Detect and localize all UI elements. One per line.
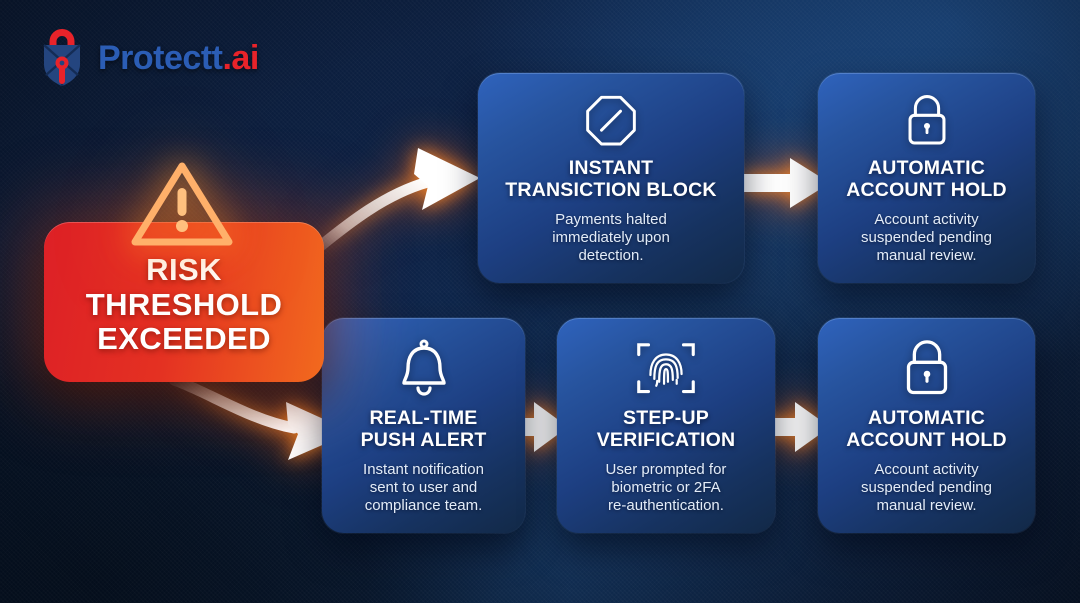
brand-name-suffix: .ai — [222, 39, 259, 77]
card-step-up-verification[interactable]: STEP-UP VERIFICATION User prompted for b… — [557, 318, 775, 533]
brand-logo: Protectt.ai — [36, 28, 259, 88]
card-description: Instant notification sent to user and co… — [363, 460, 484, 514]
fingerprint-scan-icon — [637, 343, 695, 394]
card-title: AUTOMATIC ACCOUNT HOLD — [846, 157, 1007, 202]
card-description: Account activity suspended pending manua… — [861, 211, 992, 264]
card-instant-transaction-block[interactable]: INSTANT TRANSICTION BLOCK Payments halte… — [478, 73, 744, 283]
brand-wordmark: Protectt.ai — [98, 41, 259, 75]
no-entry-octagon-icon — [586, 95, 636, 146]
card-title: STEP-UP VERIFICATION — [596, 407, 736, 452]
card-description: Account activity suspended pending manua… — [861, 461, 992, 514]
card-description: User prompted for biometric or 2FA re-au… — [605, 461, 727, 514]
card-automatic-account-hold-top[interactable]: AUTOMATIC ACCOUNT HOLD Account activity … — [818, 73, 1035, 283]
warning-triangle-icon — [131, 162, 233, 246]
card-title: AUTOMATIC ACCOUNT HOLD — [846, 407, 1007, 452]
bell-icon — [401, 339, 446, 396]
card-real-time-push-alert[interactable]: REAL-TIME PUSH ALERT Instant notificatio… — [322, 318, 525, 533]
shield-lock-icon — [43, 29, 81, 86]
alert-title: RISK THRESHOLD EXCEEDED — [85, 251, 283, 357]
card-title: REAL-TIME PUSH ALERT — [360, 407, 487, 451]
card-description: Payments halted immediately upon detecti… — [552, 211, 670, 264]
brand-name-primary: Protectt — [98, 39, 223, 77]
card-title: INSTANT TRANSICTION BLOCK — [505, 157, 717, 202]
padlock-icon — [906, 340, 947, 395]
card-automatic-account-hold-bottom[interactable]: AUTOMATIC ACCOUNT HOLD Account activity … — [818, 318, 1035, 533]
padlock-icon — [908, 95, 945, 145]
